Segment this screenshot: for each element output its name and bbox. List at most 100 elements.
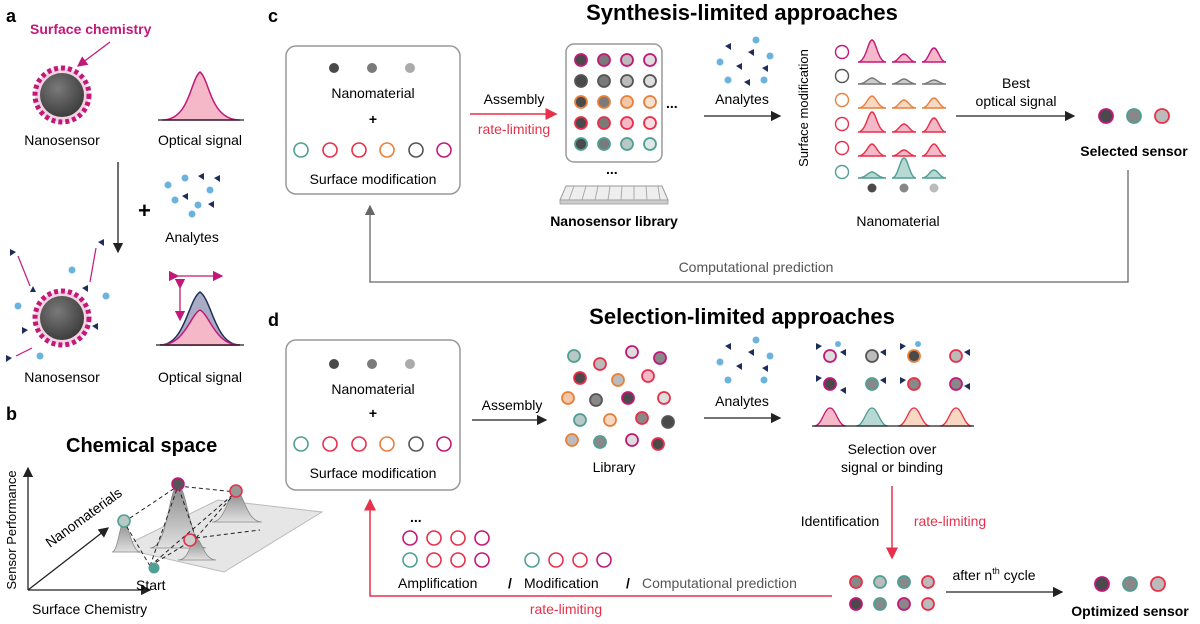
panel-c-label: c — [268, 6, 278, 26]
c-nanomaterial-dot-1 — [329, 63, 339, 73]
c-surface-rings — [293, 142, 452, 158]
d-modification-label: Modification — [524, 575, 599, 591]
d-candidate-sensors — [849, 575, 935, 611]
d-nanomaterial-dot-2 — [367, 359, 377, 369]
d-selection-peaks — [812, 407, 974, 427]
d-modification-rings — [524, 552, 612, 568]
c-heatmap-x-label: Nanomaterial — [856, 213, 939, 229]
d-assembly-label: Assembly — [482, 397, 543, 413]
start-point-icon — [148, 562, 160, 574]
d-nanomaterial-label: Nanomaterial — [331, 381, 414, 397]
c-library-box — [565, 43, 663, 163]
d-materials-box — [285, 339, 461, 491]
peak-sensor-3-icon — [229, 484, 243, 498]
optical-signal-top-icon — [158, 71, 244, 121]
diag-axis-line — [27, 527, 110, 591]
c-analytes-label: Analytes — [715, 91, 769, 107]
chemical-space-surface — [118, 499, 324, 573]
c-nanomaterial-label: Nanomaterial — [331, 85, 414, 101]
d-rate-limiting-right: rate-limiting — [914, 513, 986, 529]
c-assembly-label: Assembly — [484, 91, 545, 107]
d-identification-label: Identification — [801, 513, 880, 529]
diag-axis-label: Nanomaterials — [42, 484, 124, 550]
panel-b: b Chemical space Sensor Performance Surf… — [4, 404, 324, 617]
panel-d-title: Selection-limited approaches — [589, 304, 895, 329]
c-best-line2: optical signal — [976, 93, 1057, 109]
d-computational-label: Computational prediction — [642, 575, 797, 591]
c-library-ellipsis-right: ... — [666, 95, 678, 111]
analytes-cluster-icon — [164, 173, 220, 218]
d-slash-2: / — [626, 575, 630, 591]
c-selected-label: Selected sensor — [1080, 143, 1188, 159]
d-nanomaterial-dot-3 — [405, 359, 415, 369]
y-axis-label: Sensor Performance — [4, 470, 19, 589]
nanosensor-top-label: Nanosensor — [24, 132, 100, 148]
panel-c-title: Synthesis-limited approaches — [586, 0, 898, 25]
d-analytes-label: Analytes — [715, 393, 769, 409]
panel-a-label: a — [6, 6, 17, 26]
peak-sensor-1-icon — [117, 514, 131, 528]
d-amplification-label: Amplification — [398, 575, 477, 591]
c-nanomaterial-dot-3 — [405, 63, 415, 73]
d-plus: + — [369, 405, 377, 421]
c-rate-limiting-label: rate-limiting — [478, 121, 550, 137]
panel-a-plus: + — [138, 198, 151, 223]
d-after-cycle-label: after nth cycle — [952, 566, 1035, 583]
d-library-label: Library — [593, 459, 636, 475]
d-library-scatter — [561, 345, 675, 451]
nanosensor-bottom-label: Nanosensor — [24, 369, 100, 385]
d-feedback-arrow — [364, 498, 832, 597]
c-nanomaterial-dot-2 — [367, 63, 377, 73]
d-analytes-icon — [716, 336, 774, 384]
x-axis-label: Surface Chemistry — [32, 601, 147, 617]
d-surface-mod-label: Surface modification — [310, 465, 437, 481]
d-surface-rings — [293, 436, 452, 452]
c-best-line1: Best — [1002, 75, 1030, 91]
d-optimized-sensor-icons — [1094, 576, 1166, 592]
d-optimized-label: Optimized sensor — [1071, 603, 1189, 619]
c-selected-sensor-icons — [1098, 108, 1170, 124]
c-library-tray — [559, 185, 669, 205]
panel-d-label: d — [268, 310, 279, 330]
optical-signal-top-label: Optical signal — [158, 132, 242, 148]
analytes-label: Analytes — [165, 229, 219, 245]
chemical-space-title: Chemical space — [66, 435, 217, 457]
c-analytes-icon — [716, 36, 774, 86]
surface-chemistry-arrow — [76, 41, 111, 67]
c-feedback-arrow — [364, 170, 1129, 283]
c-surface-mod-label: Surface modification — [310, 171, 437, 187]
c-signal-matrix — [834, 39, 947, 180]
dashed-path — [123, 485, 261, 567]
start-label: Start — [136, 577, 166, 593]
panel-b-label: b — [6, 404, 17, 424]
c-plus: + — [369, 111, 377, 127]
peak-sensor-4-icon — [183, 533, 197, 547]
c-matrix-col-dot-2 — [899, 183, 909, 193]
d-selection-line2: signal or binding — [841, 459, 943, 475]
d-selection-grid — [816, 341, 970, 394]
d-selection-line1: Selection over — [848, 441, 937, 457]
peak-sensor-2-icon — [171, 477, 185, 491]
panel-c: c Synthesis-limited approaches Nanomater… — [268, 0, 1188, 283]
d-slash-1: / — [508, 575, 512, 591]
optical-signal-bottom-label: Optical signal — [158, 369, 242, 385]
c-library-ellipsis-bottom: ... — [606, 161, 618, 177]
d-amplification-rings-top — [402, 530, 490, 546]
d-rate-limiting-bottom: rate-limiting — [530, 601, 602, 617]
optical-signal-bottom-icon — [156, 270, 244, 346]
c-library-grid — [574, 53, 657, 151]
c-feedback-label: Computational prediction — [679, 259, 834, 275]
c-matrix-col-dot-1 — [867, 183, 877, 193]
d-amplification-rings-bottom — [402, 552, 490, 568]
panel-d: d Selection-limited approaches Nanomater… — [268, 304, 1189, 619]
nanosensor-top-icon — [32, 65, 92, 125]
d-nanomaterial-dot-1 — [329, 359, 339, 369]
c-heatmap-y-label: Surface modification — [796, 49, 811, 167]
surface-chemistry-label: Surface chemistry — [30, 21, 152, 37]
c-library-label: Nanosensor library — [550, 213, 678, 229]
panel-a: a Surface chemistry Nanosensor Optical s… — [6, 6, 244, 385]
c-matrix-col-dot-3 — [929, 183, 939, 193]
nanosensor-bottom-icon — [6, 239, 110, 362]
d-ellipsis: ... — [410, 509, 422, 525]
